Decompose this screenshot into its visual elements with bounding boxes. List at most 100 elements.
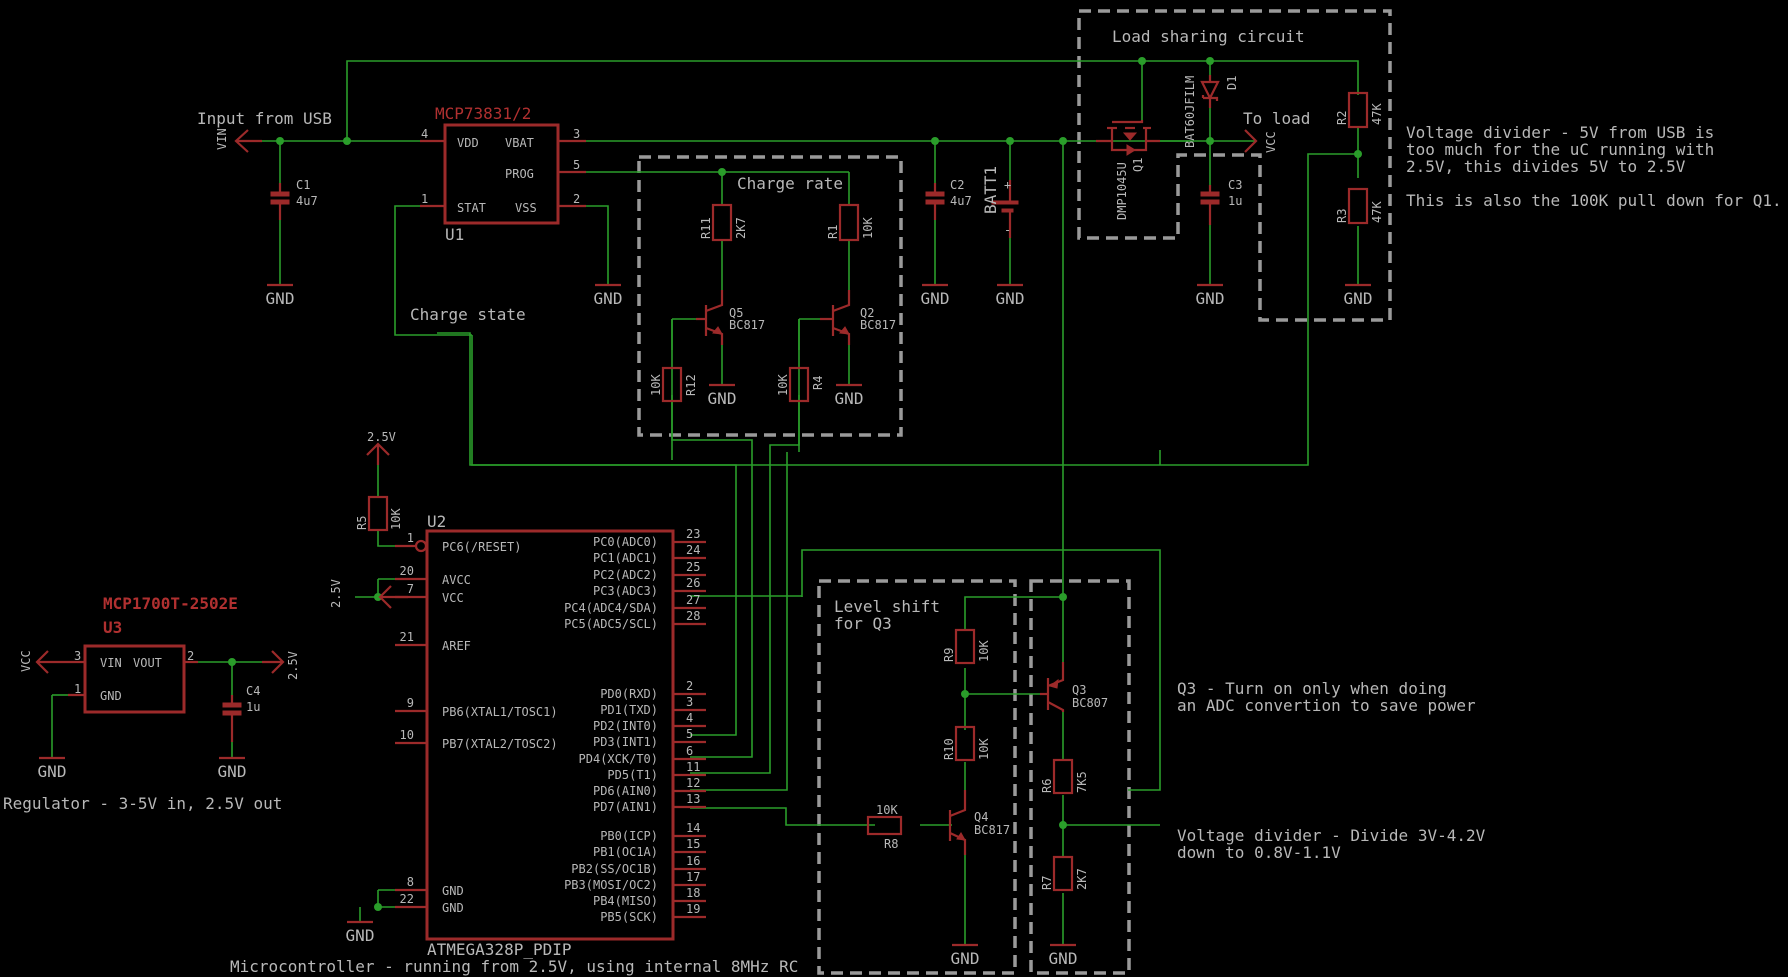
note-regulator: Regulator - 3-5V in, 2.5V out [3,794,282,813]
note-to-load: To load [1243,109,1310,128]
u2-pin-name: VCC [442,591,464,605]
u3-num-vout: 2 [187,649,194,663]
u2-pin-num: 14 [686,821,700,835]
u2-ref: U2 [427,512,446,531]
level-shift-box [817,579,1017,975]
r11-val: 2K7 [734,217,748,239]
c2-ref: C2 [950,178,964,192]
labels: Input from USB VIN Load sharing circuit … [3,27,1782,976]
r4-val: 10K [776,374,790,396]
u2-pin-num: 16 [686,854,700,868]
r3-body [1347,187,1369,225]
q3-val: BC807 [1072,696,1108,710]
u2-pin-name: PD7(AIN1) [593,800,658,814]
q4-val: BC817 [974,823,1010,837]
note-q3-line2: an ADC convertion to save power [1177,696,1476,715]
q5-val: BC817 [729,318,765,332]
u1-num-vbat: 3 [573,127,580,141]
u2-pin-num: 5 [686,727,693,741]
u2-pin-name: PB4(MISO) [593,894,658,908]
q1-val: DMP1045U [1115,162,1129,220]
u1-pin-vbat: VBAT [505,136,534,150]
u2-pin-name: PD4(XCK/T0) [579,752,658,766]
u2-pin-name: PB5(SCK) [600,910,658,924]
r3-val: 47K [1370,201,1384,223]
u2-pin-name: PC2(ADC2) [593,568,658,582]
batt-ref: BATT1 [981,166,1000,214]
net-vcc-reg: VCC [19,650,33,672]
u2-pin-num: 13 [686,792,700,806]
u2-pin-num: 27 [686,593,700,607]
load-sharing-box [1077,9,1392,322]
gnd-label: GND [708,389,737,408]
r1-body [838,203,860,242]
r2-ref: R2 [1335,111,1349,125]
r12-ref: R12 [684,374,698,396]
u2-pin-num: 24 [686,543,700,557]
c2-val: 4u7 [950,194,972,208]
group-boxes [637,9,1392,975]
u2-pin-num: 8 [407,875,414,889]
r8-val: 10K [876,803,898,817]
note-vdiv2-line1: Voltage divider - Divide 3V-4.2V [1177,826,1486,845]
u2-pin-name: AVCC [442,573,471,587]
u2-body [425,529,675,941]
junctions [228,57,1362,911]
note-load-sharing: Load sharing circuit [1112,27,1305,46]
gnd-label: GND [1344,289,1373,308]
charge-rate-box [637,155,903,437]
u2-pin-num: 7 [407,582,414,596]
note-q3-line1: Q3 - Turn on only when doing [1177,679,1447,698]
u2-pin-num: 21 [400,630,414,644]
c4-val: 1u [246,700,260,714]
u2-pin-name: PD2(INT0) [593,719,658,733]
r6-ref: R6 [1040,779,1054,793]
q2-ref: Q2 [860,306,874,320]
u2-pin-num: 6 [686,744,693,758]
u1-pin-vss: VSS [515,201,537,215]
u2-pin-num: 22 [400,892,414,906]
u2-pin-name: PC3(ADC3) [593,584,658,598]
u1-pin-vdd: VDD [457,136,479,150]
d1-diode [1200,75,1220,108]
u2-pin-name: PD5(T1) [607,768,658,782]
u2-pin-num: 18 [686,886,700,900]
r7-ref: R7 [1040,876,1054,890]
u3-part: MCP1700T-2502E [103,594,238,613]
u2-pin-num: 10 [400,728,414,742]
gnd-label: GND [594,289,623,308]
gnd-label: GND [346,926,375,945]
q2-transistor [820,290,851,345]
u1-num-prog: 5 [573,158,580,172]
note-input-usb: Input from USB [197,109,332,128]
u2-pin-name: GND [442,884,464,898]
c1-val: 4u7 [296,194,318,208]
r10-body [954,725,976,762]
u1-part: MCP73831/2 [435,104,531,123]
r8-ref: R8 [884,837,898,851]
q4-ref: Q4 [974,810,988,824]
r11-ref: R11 [699,217,713,239]
c1-ref: C1 [296,178,310,192]
u2-pin-name: PC0(ADC0) [593,535,658,549]
r4-ref: R4 [811,376,825,390]
net-vin: VIN [215,128,229,150]
u2-pin-name: PB1(OC1A) [593,845,658,859]
r2-val: 47K [1370,103,1384,125]
r5-ref: R5 [355,516,369,530]
u3-ref: U3 [103,618,122,637]
u2-pin-name: PD6(AIN0) [593,784,658,798]
note-charge-rate: Charge rate [737,174,843,193]
r9-val: 10K [977,640,991,662]
net-vcc-load: VCC [1264,131,1278,153]
q5-transistor [696,290,724,345]
note-charge-state: Charge state [410,305,526,324]
gnd-label: GND [835,389,864,408]
adc-divider-box [1029,579,1131,975]
r8-body [866,815,903,836]
c3-val: 1u [1228,194,1242,208]
q2-val: BC817 [860,318,896,332]
u3-pin-vin: VIN [100,656,122,670]
